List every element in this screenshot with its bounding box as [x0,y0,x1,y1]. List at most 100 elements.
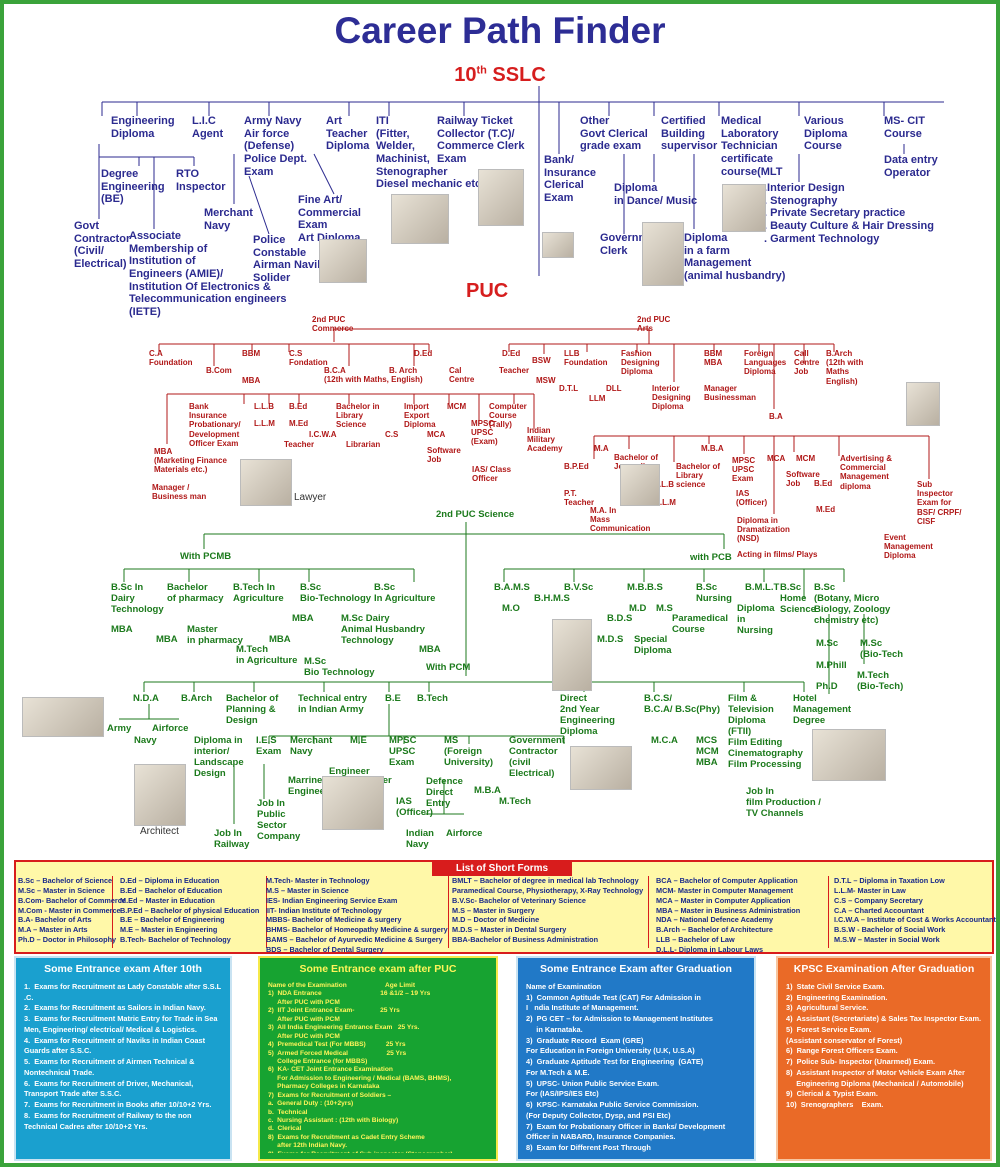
career-node: B.C.S/ B.C.A/ B.Sc(Phy) [644,693,721,715]
career-node: N.D.A [133,693,159,704]
exam-list-item: Name of Examination [526,982,602,991]
exam-list-item: 2) PG CET – for Admission to Management … [526,1014,713,1024]
exam-list-item: For M.Tech & M.E. [526,1067,590,1077]
career-node: L.L.B [654,480,674,489]
career-node: Diploma in Nursing [737,603,775,636]
short-form-entry: NDA – National Defence Academy [656,915,774,925]
career-node: Navy [134,735,157,746]
exam-list-item: 7. Exams for Recruitment in Books after … [24,1100,212,1110]
exam-list-item: d. Clerical [268,1125,302,1133]
sslc-label: SSLC [486,64,546,86]
career-node: Call Centre Job [794,349,820,377]
career-node: M.D.S [597,634,624,645]
career-node: B.A [769,412,783,421]
exam-list-item: 6) KA- CET Joint Entrance Examination [268,1066,393,1074]
career-node: B.P.Ed [564,462,589,471]
career-node: B.H.M.S [534,593,570,604]
short-form-entry: D.Ed – Diploma in Education [120,876,220,885]
career-node: C.S [385,430,399,439]
soldiers-photo [22,697,104,737]
short-form-entry: D.T.L – Diploma in Taxation Low [834,876,945,885]
career-node: MBA (Marketing Finance Materials etc.) [154,447,227,475]
short-form-entry: MBA – Master in Business Administration [656,905,801,915]
career-node: Librarian [346,440,381,449]
exam-list-item: in Karnataka. [526,1024,583,1034]
career-node: 2nd PUC Commerce [312,315,354,334]
career-node: Bank Insurance Probationary/ Development… [189,402,241,448]
career-node: B.Com [206,366,232,375]
career-node: Teacher [284,440,315,449]
career-node: I.C.W.A [309,430,337,439]
career-node: M.D [629,603,647,614]
career-node: M.O [502,603,520,614]
architect-caption: Architect [140,826,179,837]
career-node: M.Sc (Bio-Tech [860,638,904,660]
short-form-entry: M.E – Master in Engineering [120,925,218,935]
short-form-entry: B.Tech- Bachelor of Technology [120,935,231,945]
career-node: B.Sc In Agriculture [374,582,436,604]
career-node: B. Arch [389,366,418,375]
career-node: Direct 2nd Year Engineering Diploma [560,693,615,737]
sslc-heading: 10th SSLC [4,64,996,87]
career-node: MS- CIT Course [884,115,925,140]
career-node: Diploma in Dance/ Music [614,182,698,207]
exam-list-item: 4) Premedical Test (For MBBS) 25 Yrs [268,1041,406,1049]
exam-list-item: 8) Exam for Different Post Through [526,1143,651,1153]
short-form-entry: B.V.Sc- Bachelor of Veterinary Science [452,895,586,905]
career-node: M.Ed [289,419,309,428]
career-node: Master in pharmacy [187,624,243,646]
exam-list-item: 2) Engineering Examination. [786,992,888,1002]
career-node: M.B.B.S [627,582,663,593]
exam-list-item: For (IAS/IPS/IES Etc) [526,1089,599,1099]
exam-list-item: 3) Agricultural Service. [786,1003,869,1013]
career-node: Indian Navy [406,828,434,850]
career-node: MBA [111,624,133,635]
guitarist-photo [642,222,684,286]
career-node: Other Govt Clerical grade exam [580,115,648,153]
exam-list-item: 3. Exams for Recruitment Matric Entry fo… [24,1014,220,1034]
exam-list-item: 9) Clerical & Typist Exam. [786,1089,878,1099]
career-node: D.Ed [502,349,521,358]
lawyer-caption: Lawyer [294,492,327,503]
career-node: Technical entry in Indian Army [298,693,367,715]
exam-list-item: 5. Exams for Recruitment of Airmen Techn… [24,1057,197,1077]
career-node: M.Sc [816,638,839,649]
exam-list-item: 5) Forest Service Exam. [786,1024,872,1034]
career-node: C.A Foundation [149,349,193,368]
career-node: Bachelor of pharmacy [167,582,224,604]
camera-operator-photo [812,729,886,781]
career-node: IAS (Officer) [736,489,768,508]
career-node: Job In Railway [214,828,250,850]
career-node: M.Ed [816,505,836,514]
exam-list-item: 10) Srenographers Exam. [786,1100,884,1110]
journalist-illustration [620,464,660,506]
career-node: DLL [606,384,622,393]
career-node: Engineer [329,766,370,777]
short-form-entry: C.S – Company Secretary [834,895,923,905]
exam-list-item: After PUC with PCM [268,1032,340,1040]
career-node: Bachelor in Library Science [336,402,380,430]
exam-list-item: 8) Exams for Recruitment as Cadet Entry … [268,1133,425,1141]
short-form-entry: LLB – Bachelor of Law [656,935,735,945]
short-form-entry: BAMS – Bachelor of Ayurvedic Medicine & … [266,935,443,945]
career-node: Film & Television Diploma (FTII) Film Ed… [728,693,803,770]
career-node: Manager Businessman [704,384,757,403]
career-node: RTO Inspector [176,168,226,193]
exam-list-item: 7) Exams for Recruitment of Soldiers – [268,1091,392,1099]
short-form-entry: M.D.S – Master in Dental Surgery [452,925,567,935]
exam-list-item: 4. Exams for Recruitment of Naviks in In… [24,1035,208,1056]
short-forms-column: BMLT – Bachelor of degree in medical lab… [452,876,649,948]
kpsc-after-graduation-list: 1) State Civil Service Exam.2) Engineeri… [786,982,982,1153]
career-node: B.Arch (12th with Maths English) [826,349,864,386]
exam-list-item: 6. Exams for Recruitment of Driver, Mech… [24,1078,196,1099]
career-node: Engineering Diploma [111,115,175,140]
lawyer-illustration [240,459,292,506]
career-node: Bachelor of Library science [676,462,721,490]
short-form-entry: M.S.W – Master in Social Work [834,935,940,945]
career-node: LLB Foundation [564,349,608,368]
short-form-entry: M.Tech- Master in Technology [266,876,370,885]
career-node: B.E [385,693,401,704]
